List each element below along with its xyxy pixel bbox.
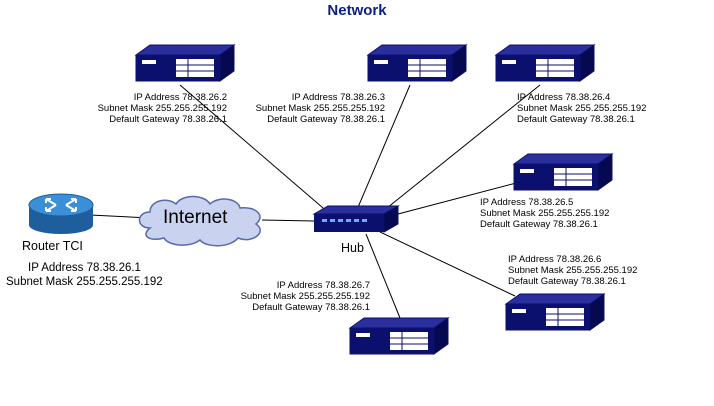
host-label-1: IP Address 78.38.26.2 Subnet Mask 255.25… (98, 92, 227, 125)
server-icon (349, 317, 449, 355)
host-label-6: IP Address 78.38.26.7 Subnet Mask 255.25… (241, 280, 370, 313)
host-gateway: Default Gateway 78.38.26.1 (480, 219, 598, 230)
router-ip: IP Address 78.38.26.1 (28, 262, 141, 274)
host-label-2: IP Address 78.38.26.3 Subnet Mask 255.25… (256, 92, 385, 125)
host-label-4: IP Address 78.38.26.5 Subnet Mask 255.25… (480, 197, 609, 230)
internet-label: Internet (163, 207, 228, 228)
link-cloud-hub (261, 219, 315, 222)
host-mask: Subnet Mask 255.255.255.192 (255, 103, 385, 114)
host-gateway: Default Gateway 78.38.26.1 (109, 114, 227, 125)
hub-label: Hub (341, 241, 364, 255)
host-label-5: IP Address 78.38.26.6 Subnet Mask 255.25… (508, 254, 637, 287)
link-host-5 (379, 231, 516, 297)
host-gateway: Default Gateway 78.38.26.1 (508, 276, 626, 287)
router-mask: Subnet Mask 255.255.255.192 (6, 276, 163, 288)
host-ip: IP Address 78.38.26.2 (133, 92, 227, 103)
server-icon (495, 44, 595, 82)
host-gateway: Default Gateway 78.38.26.1 (252, 302, 370, 313)
host-gateway: Default Gateway 78.38.26.1 (267, 114, 385, 125)
link-host-3 (381, 84, 541, 213)
server-icon (367, 44, 467, 82)
cloud-icon (138, 195, 261, 247)
server-icon (513, 153, 613, 191)
host-mask: Subnet Mask 255.255.255.192 (517, 103, 647, 114)
link-host-2 (355, 84, 411, 213)
server-icon (135, 44, 235, 82)
links (89, 84, 541, 319)
link-host-6 (365, 233, 401, 319)
host-ip: IP Address 78.38.26.6 (508, 254, 602, 265)
host-mask: Subnet Mask 255.255.255.192 (480, 208, 610, 219)
hub-icon (312, 205, 400, 233)
host-ip: IP Address 78.38.26.4 (517, 92, 611, 103)
link-host-4 (397, 181, 521, 215)
router-icon (28, 193, 94, 234)
host-ip: IP Address 78.38.26.5 (480, 197, 574, 208)
host-mask: Subnet Mask 255.255.255.192 (240, 291, 370, 302)
host-ip: IP Address 78.38.26.3 (291, 92, 385, 103)
host-label-3: IP Address 78.38.26.4 Subnet Mask 255.25… (517, 92, 646, 125)
diagram-title: Network (327, 2, 387, 19)
link-host-1 (179, 84, 331, 215)
host-mask: Subnet Mask 255.255.255.192 (508, 265, 638, 276)
server-icon (505, 293, 605, 331)
host-mask: Subnet Mask 255.255.255.192 (97, 103, 227, 114)
host-ip: IP Address 78.38.26.7 (276, 280, 370, 291)
router-name: Router TCI (22, 239, 83, 253)
host-gateway: Default Gateway 78.38.26.1 (517, 114, 635, 125)
